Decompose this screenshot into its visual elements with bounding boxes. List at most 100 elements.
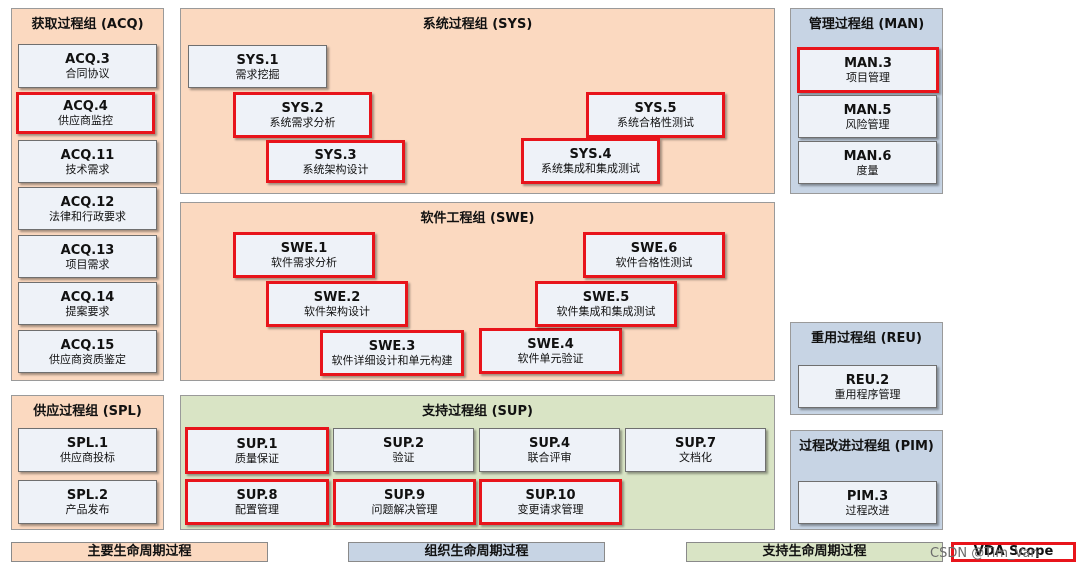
process-code: SUP.7 <box>674 436 717 451</box>
process-name: 重用程序管理 <box>834 387 901 401</box>
process-code: REU.2 <box>845 372 890 388</box>
process-acq-3: ACQ.3 合同协议 <box>18 44 157 88</box>
process-name: 软件集成和集成测试 <box>556 305 656 318</box>
process-name: 系统合格性测试 <box>617 116 694 129</box>
process-name: 软件架构设计 <box>304 305 370 318</box>
legend-primary-lifecycle: 主要生命周期过程 <box>11 542 268 562</box>
process-code: SWE.3 <box>368 339 416 354</box>
process-code: MAN.6 <box>843 148 892 164</box>
process-code: SYS.4 <box>569 147 612 162</box>
process-name: 法律和行政要求 <box>49 209 126 223</box>
process-name: 合同协议 <box>65 67 110 80</box>
process-acq-11: ACQ.11 技术需求 <box>18 140 157 183</box>
process-sys-2: SYS.2 系统需求分析 <box>233 92 372 138</box>
process-reu-2: REU.2 重用程序管理 <box>798 365 937 408</box>
process-sup-9: SUP.9 问题解决管理 <box>333 479 476 525</box>
process-code: ACQ.13 <box>60 242 115 258</box>
group-sys-title: 系统过程组 (SYS) <box>422 17 533 32</box>
process-swe-3: SWE.3 软件详细设计和单元构建 <box>320 330 464 376</box>
process-code: ACQ.14 <box>60 289 115 305</box>
process-sys-4: SYS.4 系统集成和集成测试 <box>521 138 660 184</box>
process-name: 软件合格性测试 <box>615 256 693 269</box>
process-name: 软件需求分析 <box>271 256 337 269</box>
process-code: SUP.4 <box>528 436 571 451</box>
group-acq-title: 获取过程组 (ACQ) <box>31 17 144 32</box>
process-code: SUP.2 <box>382 436 425 451</box>
process-code: SYS.2 <box>281 101 324 116</box>
process-sys-5: SYS.5 系统合格性测试 <box>586 92 725 138</box>
group-man-title: 管理过程组 (MAN) <box>808 17 925 32</box>
process-name: 问题解决管理 <box>371 503 438 516</box>
process-name: 软件详细设计和单元构建 <box>331 354 453 367</box>
process-code: SWE.1 <box>280 241 328 256</box>
process-code: PIM.3 <box>846 488 889 504</box>
process-name: 质量保证 <box>235 451 279 465</box>
group-spl-title: 供应过程组 (SPL) <box>33 404 142 419</box>
process-acq-13: ACQ.13 项目需求 <box>18 235 157 278</box>
process-code: SWE.4 <box>527 337 574 352</box>
group-reu-title: 重用过程组 (REU) <box>811 331 922 346</box>
process-man-5: MAN.5 风险管理 <box>798 95 937 138</box>
group-pim-title: 过程改进过程组 (PIM) <box>799 439 934 454</box>
group-sup-title: 支持过程组 (SUP) <box>422 404 533 419</box>
legend-vda-scope: VDA Scope <box>951 542 1076 562</box>
process-code: SUP.1 <box>236 436 278 452</box>
process-spl-1: SPL.1 供应商投标 <box>18 428 157 472</box>
process-swe-4: SWE.4 软件单元验证 <box>479 328 622 374</box>
process-code: MAN.5 <box>843 102 892 118</box>
process-code: ACQ.3 <box>65 52 110 67</box>
process-man-6: MAN.6 度量 <box>798 141 937 184</box>
process-sup-7: SUP.7 文档化 <box>625 428 766 472</box>
process-name: 项目需求 <box>65 257 110 271</box>
watermark: CSDN @Tim_Van <box>930 546 1039 561</box>
process-name: 系统架构设计 <box>302 162 369 176</box>
group-swe-title: 软件工程组 (SWE) <box>420 211 535 226</box>
process-code: SWE.6 <box>630 241 678 256</box>
process-code: ACQ.11 <box>60 147 115 163</box>
process-code: SWE.5 <box>582 290 630 305</box>
process-code: SUP.9 <box>383 488 426 503</box>
process-name: 过程改进 <box>845 503 890 517</box>
process-name: 项目管理 <box>846 71 890 84</box>
process-name: 度量 <box>856 163 879 177</box>
process-code: SUP.10 <box>525 488 576 503</box>
process-acq-15: ACQ.15 供应商资质鉴定 <box>18 330 157 373</box>
process-code: SWE.2 <box>313 290 361 305</box>
process-code: ACQ.15 <box>60 337 115 353</box>
process-swe-1: SWE.1 软件需求分析 <box>233 232 375 278</box>
process-swe-5: SWE.5 软件集成和集成测试 <box>535 281 677 327</box>
process-name: 变更请求管理 <box>517 503 584 516</box>
process-acq-14: ACQ.14 提案要求 <box>18 282 157 325</box>
process-sys-1: SYS.1 需求挖掘 <box>188 45 327 88</box>
process-code: SPL.2 <box>66 488 109 503</box>
process-name: 供应商监控 <box>58 114 113 127</box>
process-code: SUP.8 <box>236 488 278 503</box>
process-name: 系统集成和集成测试 <box>541 162 640 175</box>
process-code: SYS.1 <box>236 52 279 68</box>
process-sup-8: SUP.8 配置管理 <box>185 479 329 525</box>
process-name: 配置管理 <box>235 503 279 516</box>
process-name: 风险管理 <box>845 117 890 131</box>
process-sup-1: SUP.1 质量保证 <box>185 427 329 474</box>
process-name: 验证 <box>392 451 415 464</box>
process-code: ACQ.12 <box>60 194 115 210</box>
process-swe-6: SWE.6 软件合格性测试 <box>583 232 725 278</box>
process-name: 需求挖掘 <box>235 67 280 81</box>
process-name: 产品发布 <box>65 503 110 516</box>
process-name: 联合评审 <box>527 451 572 464</box>
process-sys-3: SYS.3 系统架构设计 <box>266 140 405 183</box>
process-name: 系统需求分析 <box>269 116 336 129</box>
process-man-3: MAN.3 项目管理 <box>797 47 939 93</box>
process-name: 供应商投标 <box>60 451 115 464</box>
process-code: SYS.3 <box>314 147 357 163</box>
process-spl-2: SPL.2 产品发布 <box>18 480 157 524</box>
process-name: 软件单元验证 <box>517 352 584 365</box>
process-name: 文档化 <box>679 451 712 464</box>
process-code: ACQ.4 <box>63 99 108 114</box>
process-sup-2: SUP.2 验证 <box>333 428 474 472</box>
process-code: SYS.5 <box>634 101 677 116</box>
process-code: SPL.1 <box>66 436 109 451</box>
process-code: MAN.3 <box>844 56 892 71</box>
process-swe-2: SWE.2 软件架构设计 <box>266 281 408 327</box>
legend-organizational-lifecycle: 组织生命周期过程 <box>348 542 605 562</box>
